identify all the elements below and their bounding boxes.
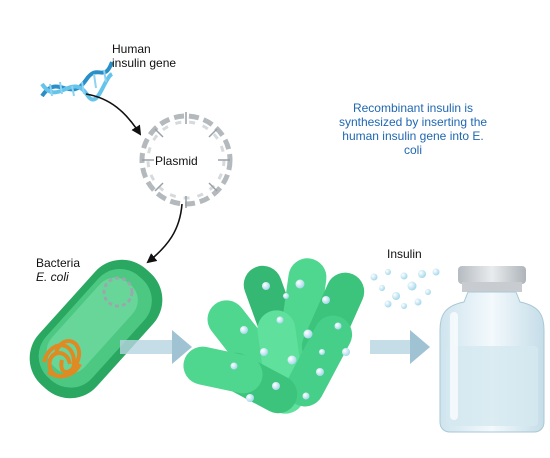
bacteria-label-line1: Bacteria	[36, 256, 81, 270]
bacterial-colony	[183, 258, 365, 414]
bacteria-label: Bacteria E. coli	[36, 256, 116, 284]
insulin-vial	[439, 266, 545, 433]
description-text: Recombinant insulin is synthesized by in…	[338, 101, 488, 157]
insulin-label: Insulin	[387, 247, 422, 261]
inner-plasmid	[102, 276, 134, 308]
bacterial-dna	[42, 339, 82, 379]
plasmid-label: Plasmid	[155, 154, 198, 168]
insulin-molecules	[370, 268, 440, 309]
bacterium-e-coli	[29, 259, 163, 399]
gene-to-plasmid-arrow	[85, 93, 142, 136]
plasmid-ring	[139, 112, 233, 208]
plasmid-to-bacterium-arrow	[146, 203, 183, 264]
bacteria-label-line2: E. coli	[36, 270, 69, 284]
arrow-to-colony	[120, 330, 192, 364]
human-insulin-gene-label: Human insulin gene	[112, 42, 192, 70]
arrow-to-vial	[370, 330, 430, 364]
gene-label-line2: insulin gene	[112, 56, 177, 70]
human-dna-segment	[40, 61, 114, 102]
gene-label-line1: Human	[112, 42, 151, 56]
